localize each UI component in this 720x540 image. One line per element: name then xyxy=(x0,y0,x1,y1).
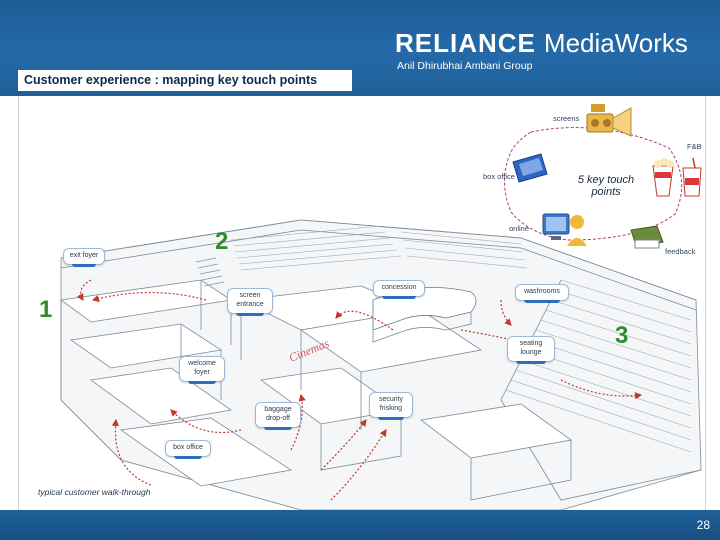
content-area: Cinemas xyxy=(18,96,706,510)
floor-plan-walls xyxy=(59,219,702,510)
feedback-card-icon xyxy=(630,225,664,249)
touch-point-screens-label: screens xyxy=(553,114,580,123)
touch-points-ring xyxy=(503,127,683,241)
ticket-icon xyxy=(512,153,548,183)
logo-name: RELIANCE xyxy=(395,28,536,58)
step-number-2: 2 xyxy=(215,228,229,255)
callout-label: screen entrance xyxy=(236,292,264,308)
touch-point-online-label: online xyxy=(509,224,530,233)
callout-label: concession xyxy=(381,284,417,291)
touch-point-fnb-label: F&B xyxy=(687,142,702,151)
callout-welcome-foyer: welcome foyer xyxy=(179,356,225,384)
callout-label: exit foyer xyxy=(69,252,99,259)
popcorn-soda-icon xyxy=(652,157,702,197)
touch-point-box-office-label: box office xyxy=(483,172,515,181)
floor-plan-diagram: Cinemas xyxy=(59,127,702,510)
callout-label: seating lounge xyxy=(519,340,543,356)
callout-washrooms: washrooms xyxy=(515,284,569,303)
callout-exit-foyer: exit foyer xyxy=(63,248,105,267)
callout-baggage-drop-off: baggage drop-off xyxy=(255,402,301,430)
step-number-3: 3 xyxy=(615,322,629,349)
touch-points-title: 5 key touch points xyxy=(577,174,635,198)
walkthrough-arrows xyxy=(76,279,643,501)
page-number: 28 xyxy=(696,518,710,532)
touch-point-feedback-label: feedback xyxy=(665,247,696,256)
logo-division: MediaWorks xyxy=(543,28,688,58)
title-bar: Customer experience : mapping key touch … xyxy=(18,70,352,91)
callout-seating-lounge: seating lounge xyxy=(507,336,555,364)
callout-screen-entrance: screen entrance xyxy=(227,288,273,316)
callout-box-office: box office xyxy=(165,440,211,459)
film-reel-icon xyxy=(586,104,632,137)
callout-security-frisking: security frisking xyxy=(369,392,413,420)
computer-user-icon xyxy=(542,213,587,246)
logo-group: Anil Dhirubhai Ambani Group xyxy=(397,60,533,72)
callout-label: baggage drop-off xyxy=(264,406,292,422)
callout-label: washrooms xyxy=(524,288,560,295)
walkthrough-caption: typical customer walk-through xyxy=(38,487,151,497)
callout-label: security frisking xyxy=(378,396,404,412)
footer-bar: 28 xyxy=(0,510,720,540)
slide-title: Customer experience : mapping key touch … xyxy=(24,73,318,87)
callout-label: welcome foyer xyxy=(188,360,216,376)
callout-concession: concession xyxy=(373,280,425,299)
callout-label: box office xyxy=(173,444,203,451)
step-number-1: 1 xyxy=(39,296,53,323)
